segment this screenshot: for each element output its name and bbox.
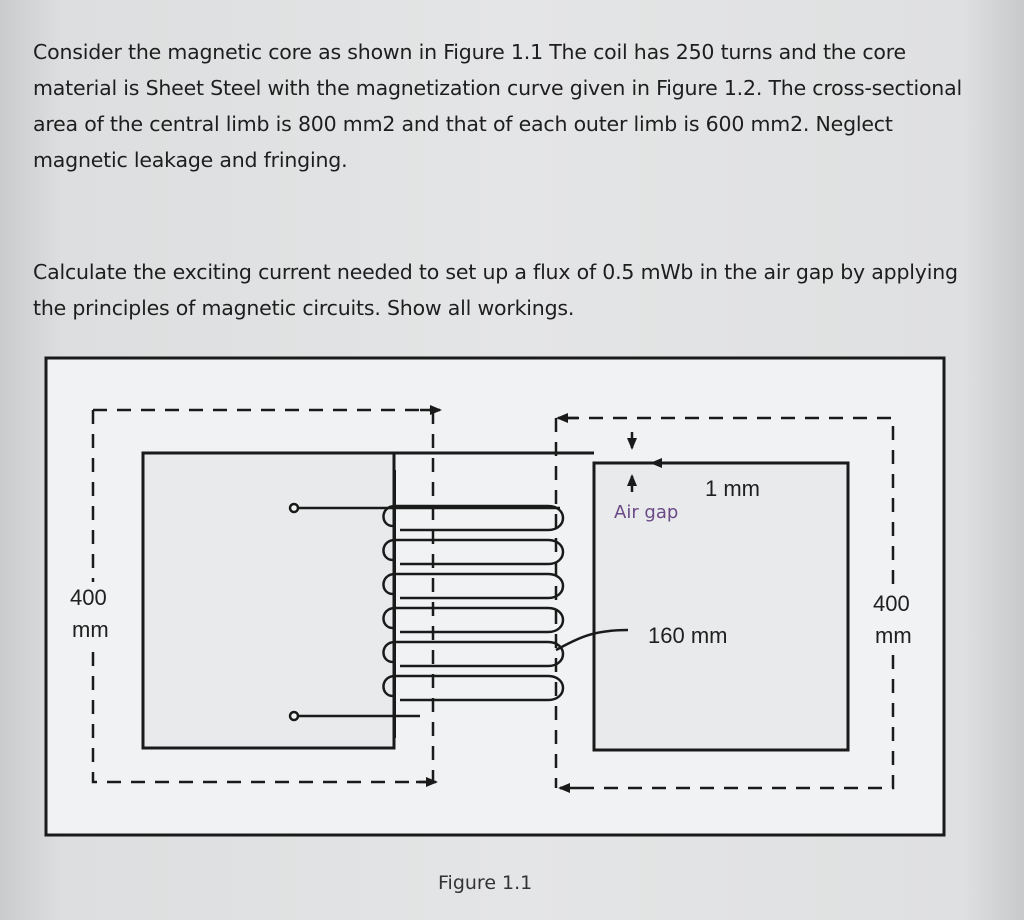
problem-statement: Consider the magnetic core as shown in F… (33, 40, 962, 172)
core-right-window (592, 461, 850, 752)
flux-path-left (91, 408, 435, 784)
coil-turn (382, 538, 565, 566)
gap-dimension-label: 1 mm (705, 476, 760, 501)
center-dimension-leader (555, 628, 629, 652)
right-dimension-value: 400 (873, 591, 910, 616)
coil-turn (382, 504, 565, 532)
left-dimension-value: 400 (70, 585, 107, 610)
center-dimension-label: 160 mm (648, 623, 728, 648)
coil-turn (382, 674, 565, 702)
figure-caption: Figure 1.1 (438, 872, 533, 894)
air-gap-label: Air gap (614, 502, 679, 523)
coil-turn (382, 640, 565, 668)
coil-turn (382, 606, 565, 634)
coil-terminal-bottom (288, 710, 300, 722)
coil-winding (382, 504, 565, 702)
flux-path-right (554, 416, 895, 790)
core-left-window (141, 451, 396, 750)
right-dimension-unit: mm (875, 623, 912, 648)
left-dimension-unit: mm (72, 617, 109, 642)
coil-terminal-top (288, 502, 300, 514)
question-text: Calculate the exciting current needed to… (33, 260, 958, 320)
coil-turn (382, 572, 565, 600)
